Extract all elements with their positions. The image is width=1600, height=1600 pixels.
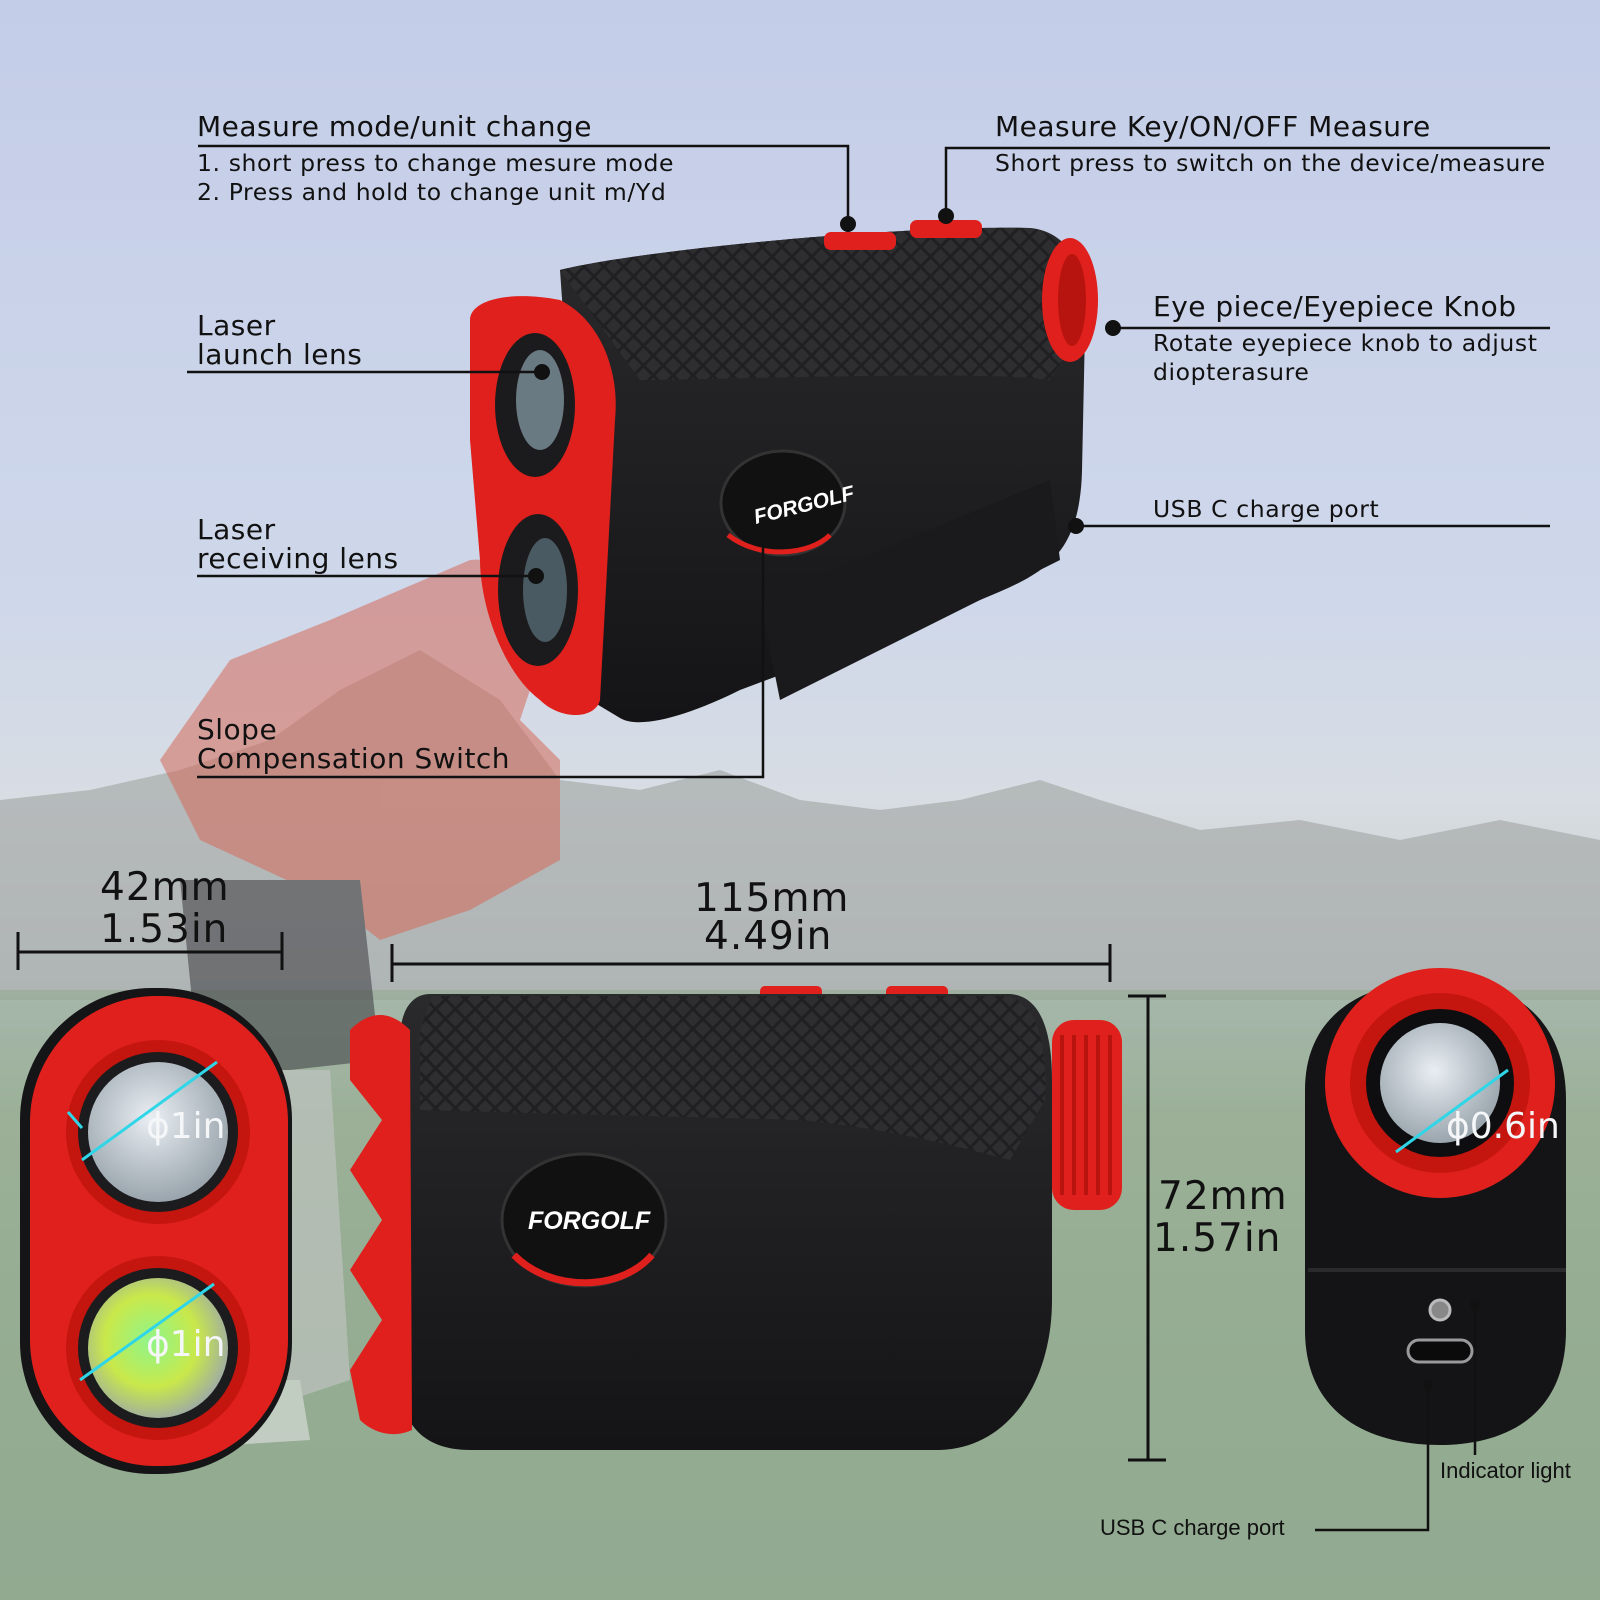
slope-switch-label-line1: Slope [197,713,278,746]
height-in: 1.57in [1153,1216,1282,1261]
side-brand-logo: FORGOLF [528,1207,651,1235]
lower-grip [760,480,1060,700]
front-top-lens [88,1062,228,1202]
usb-c-port [1406,1338,1474,1364]
rangefinder-angled-view: FORGOLF [470,220,1098,723]
indicator-light-label: Indicator light [1440,1458,1571,1483]
measure-key-title: Measure Key/ON/OFF Measure [995,110,1431,143]
launch-lens-label-line1: Laser [197,309,276,342]
height-mm: 72mm [1158,1174,1288,1219]
launch-lens-label-line2: launch lens [197,338,363,371]
usb-port-label-top: USB C charge port [1153,495,1380,523]
front-width-mm: 42mm [100,865,230,910]
length-in: 4.49in [704,914,833,959]
slope-switch-label-line2: Compensation Switch [197,742,511,775]
measure-mode-line2: 2. Press and hold to change unit m/Yd [197,178,667,206]
measure-button [910,220,982,238]
rear-eyepiece-glass [1380,1023,1500,1143]
measure-key-line1: Short press to switch on the device/meas… [995,149,1546,177]
eyepiece-diameter-line [1395,1068,1509,1154]
front-top-lens-diameter: ϕ1in [146,1106,226,1147]
receiving-lens-label-line1: Laser [197,513,276,546]
dimension-lines [16,932,1166,1462]
usb-port-label-bottom: USB C charge port [1100,1515,1285,1540]
receiving-lens-label-line2: receiving lens [197,542,399,575]
eyepiece-line1: Rotate eyepiece knob to adjust [1153,329,1538,357]
leader-dots [528,208,1480,1389]
eyepiece-title: Eye piece/Eyepiece Knob [1153,290,1517,323]
front-view [20,988,292,1474]
side-view: FORGOLF [350,986,1122,1450]
length-mm: 115mm [694,876,850,921]
side-grip-texture [420,996,1046,1160]
measure-mode-line1: 1. short press to change mesure mode [197,149,675,177]
rear-view [1305,968,1566,1445]
indicator-light [1428,1298,1452,1322]
front-bottom-lens [88,1278,228,1418]
brand-badge [719,449,847,557]
grip-texture [560,227,1078,380]
mode-button [824,232,896,250]
front-top-diameter-line [81,1060,218,1162]
eyepiece-line2: diopterasure [1153,358,1310,386]
eyepiece-lens-diameter: ϕ0.6in [1446,1106,1560,1147]
front-bottom-diameter-line [79,1282,215,1382]
leader-lines [187,144,1550,1532]
front-bottom-lens-diameter: ϕ1in [146,1324,226,1365]
front-width-in: 1.53in [100,907,229,952]
measure-mode-title: Measure mode/unit change [197,110,592,143]
